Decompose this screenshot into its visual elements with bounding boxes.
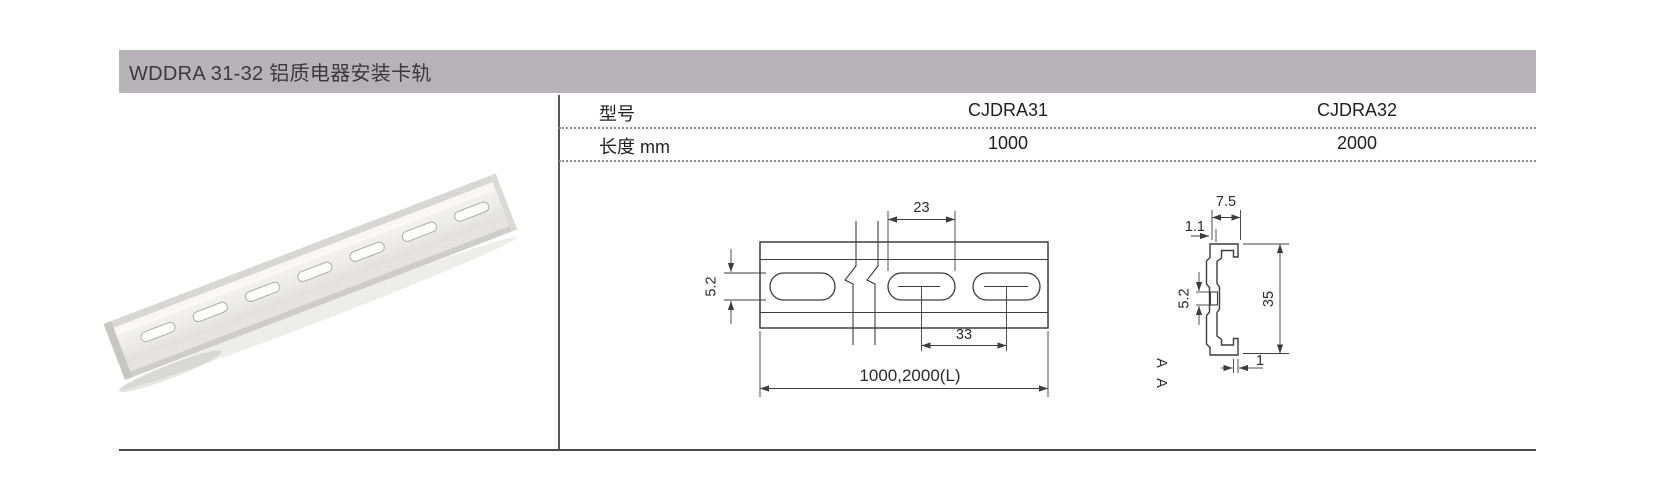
spec-cell: 1000	[987, 133, 1029, 153]
spec-cell: CJDRA31	[967, 100, 1049, 120]
dim-slot-length: 23	[913, 200, 929, 216]
dim-total-length: 1000,2000(L)	[859, 366, 960, 385]
dim-lip: 1.1	[1185, 219, 1205, 235]
product-photo	[90, 160, 540, 395]
dim-depth: 7.5	[1216, 194, 1236, 210]
spec-cell: CJDRA32	[1316, 100, 1398, 120]
dimension-lines-top-view	[724, 211, 1049, 397]
dim-thickness: 1	[1256, 353, 1264, 369]
section-header-bar: WDDRA 31-32 铝质电器安装卡轨	[119, 50, 1536, 93]
break-lines	[844, 221, 879, 345]
dim-height: 35	[1261, 291, 1277, 307]
rail-body	[103, 173, 518, 381]
din-rail-photo-image	[103, 173, 518, 393]
spec-row-label: 长度 mm	[599, 137, 670, 157]
section-slot-mark	[1209, 291, 1219, 306]
bottom-rule	[119, 449, 1536, 451]
dim-slot: 5.2	[1177, 288, 1193, 308]
dimension-lines-section	[1191, 210, 1289, 373]
dim-slot-pitch: 33	[956, 327, 972, 343]
section-label-a2: A	[1153, 378, 1169, 388]
rail-section-view	[1191, 210, 1289, 373]
table-divider	[559, 127, 1536, 129]
dim-slot-width: 5.2	[704, 276, 720, 296]
vertical-divider	[558, 95, 560, 450]
dimension-drawing: 23 5.2 33 1000,2000(L)	[704, 194, 1289, 397]
rail-shadow	[118, 236, 517, 393]
spec-row-label: 型号	[599, 104, 635, 124]
table-divider	[559, 160, 1536, 162]
slot-centerlines	[898, 286, 1028, 351]
page-title: WDDRA 31-32 铝质电器安装卡轨	[129, 63, 432, 85]
spec-cell: 2000	[1336, 133, 1378, 153]
rail-top-view	[724, 211, 1049, 397]
section-label-a1: A	[1153, 358, 1169, 368]
technical-drawing: 23 5.2 33 1000,2000(L)	[690, 190, 1350, 410]
